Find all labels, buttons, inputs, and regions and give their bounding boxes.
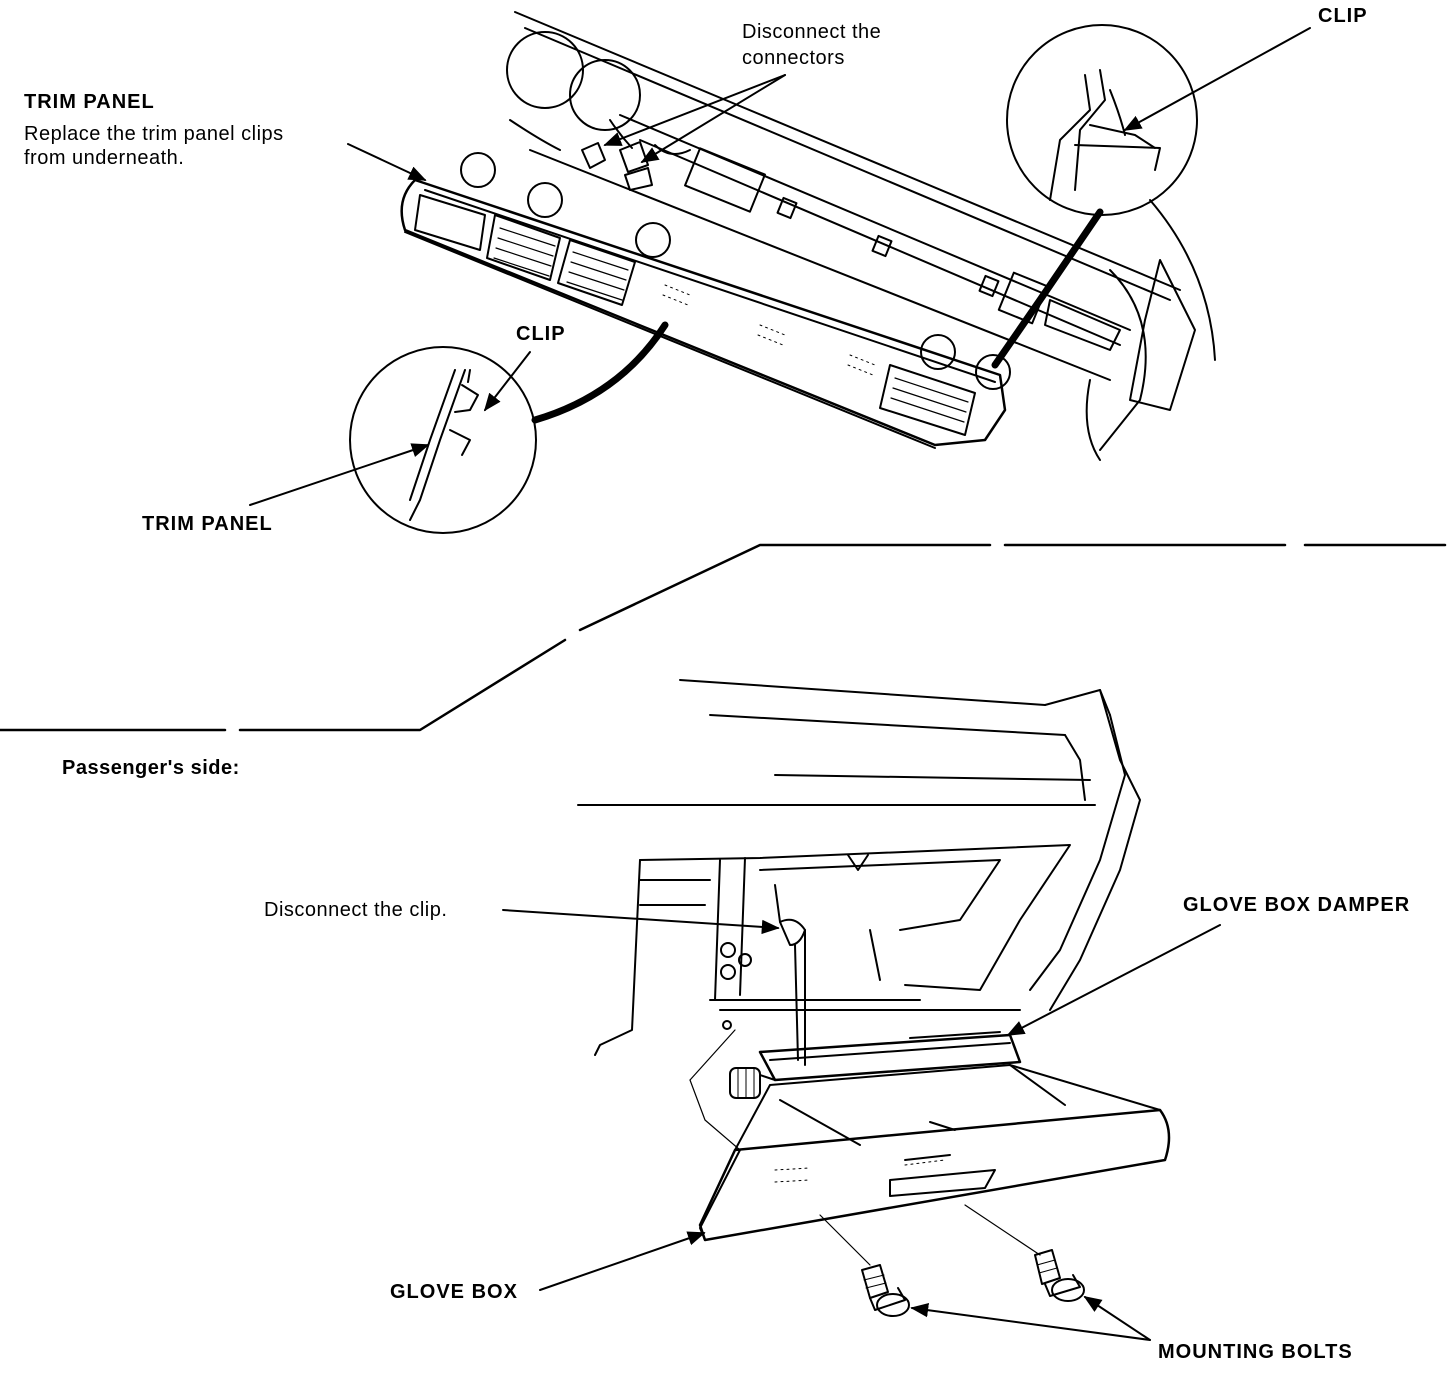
dash-line [509,119,561,151]
gauge-circle [506,31,584,109]
dash-top-line [514,11,1181,291]
door-curve [1085,379,1101,461]
connector-group [581,119,691,191]
label-glove-box: GLOVE BOX [390,1281,518,1303]
dashboard-upper-view [349,11,1216,534]
label-trim-panel-note-line2: from underneath. [24,147,185,169]
clip-detail-connector [991,208,1104,369]
door-panel [1129,259,1196,411]
mounting-bolt [1034,1249,1085,1302]
clip-marker [635,222,671,258]
label-passenger-side: Passenger's side: [62,757,240,779]
trim-vent [414,194,486,251]
glove-box [698,1064,1171,1242]
connector [581,142,606,169]
arrow-glove-box-damper [1006,924,1221,1036]
dash-line [619,114,1131,331]
damper-knob [729,1067,776,1099]
trim-vent [486,214,561,281]
clip-marker [920,334,956,370]
connector-wire [654,144,691,155]
clip-marker [527,182,563,218]
label-mounting-bolts: MOUNTING BOLTS [1158,1341,1353,1363]
arrow-trim-panel-detail [249,443,430,506]
arrow-mounting-bolt-2 [1083,1296,1151,1341]
clip-detail-left [349,321,669,534]
label-trim-panel-note-line1: Replace the trim panel clips [24,123,284,145]
label-glove-box-damper: GLOVE BOX DAMPER [1183,894,1411,916]
callout-arrows-bottom [502,909,1221,1341]
dash-recess [1044,299,1121,351]
clip-marker [460,152,496,188]
trim-panel-bottom [404,231,936,449]
gauge-circle [569,59,641,131]
trim-panel-inner [424,189,996,383]
trim-vent [557,239,636,306]
dash-slot [776,196,798,220]
connector [619,141,649,173]
trim-panel-outline [400,178,1007,447]
section-divider [0,543,1447,732]
arrow-clip-left [483,351,531,412]
vent-louvers [493,227,969,423]
arrow-mounting-bolt-1 [910,1303,1151,1341]
label-disconnect-connectors-line1: Disconnect the [742,21,882,43]
label-trim-panel-detail: TRIM PANEL [142,513,273,535]
dash-box [684,147,766,213]
door-edge [1149,199,1216,361]
dash-slot [978,274,1000,298]
label-clip-top-right: CLIP [1318,5,1368,27]
mounting-bolt [861,1264,910,1317]
arrow-glove-box [539,1231,706,1291]
trim-vent [879,364,976,436]
dash-line [639,139,1121,346]
callout-arrows-top [249,27,1311,506]
arrow-clip-top-right [1123,27,1311,131]
clip-detail-top-right [991,24,1198,369]
trim-dotted-marks [662,284,876,376]
glove-box-view [577,679,1171,1317]
dash-top-line [524,27,1171,301]
dash-line [1099,269,1147,451]
label-clip-left: CLIP [516,323,566,345]
arrow-connectors-2 [640,74,786,163]
connector-wire [609,119,633,149]
clip-marker [975,354,1011,390]
label-trim-panel-title: TRIM PANEL [24,91,155,113]
arrow-connectors-1 [603,74,786,146]
trim-panel [400,178,1007,449]
arrow-disconnect-clip [502,909,780,935]
arrow-trim-panel [347,143,427,181]
connector [624,167,653,191]
clip-detail-connector [531,321,669,424]
label-disconnect-clip: Disconnect the clip. [264,899,448,921]
glove-box-damper [758,1031,1022,1082]
dash-line [529,149,1111,381]
dash-slot [871,234,893,258]
label-disconnect-connectors-line2: connectors [742,47,845,69]
